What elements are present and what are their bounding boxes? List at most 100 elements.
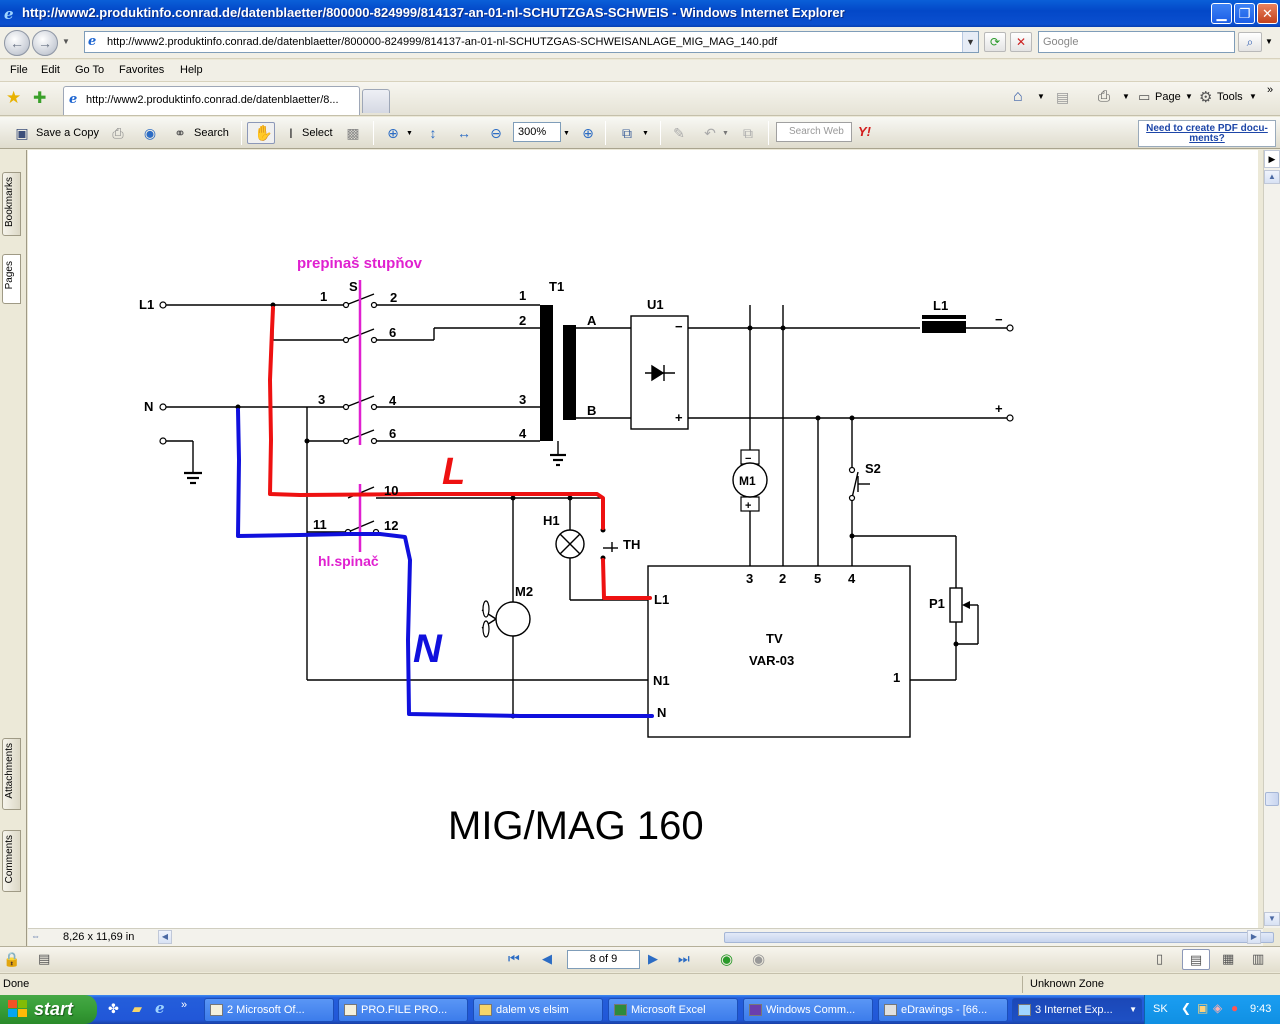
attachments-tab[interactable]: Attachments xyxy=(2,738,21,810)
previous-view-icon[interactable]: ◉ xyxy=(720,951,734,968)
minimize-button[interactable]: ▁ xyxy=(1211,3,1232,24)
history-dropdown-icon[interactable]: ▼ xyxy=(62,37,70,46)
quicklaunch-msn-icon[interactable]: ✤ xyxy=(108,1001,119,1016)
search-web-input[interactable]: Search Web xyxy=(776,122,852,142)
feeds-icon[interactable]: ▤ xyxy=(1056,89,1070,105)
zoom-in-icon[interactable]: ⊕ xyxy=(582,125,594,141)
actual-size-icon[interactable]: ↕ xyxy=(429,125,437,141)
copy-icon[interactable]: ⧉ xyxy=(743,125,753,141)
zoom-tool-dropdown-icon[interactable]: ▼ xyxy=(406,130,413,137)
stop-button[interactable]: ✕ xyxy=(1010,32,1032,52)
menu-goto[interactable]: Go To xyxy=(75,64,105,76)
scroll-left-icon[interactable]: ◀ xyxy=(158,930,172,944)
search-go-icon[interactable]: ⌕ xyxy=(1238,32,1262,52)
tools-dropdown-icon[interactable]: ▼ xyxy=(1249,92,1257,101)
save-copy-button[interactable]: Save a Copy xyxy=(36,127,99,139)
facing-page-icon[interactable]: ▦ xyxy=(1222,951,1235,966)
scroll-down-icon[interactable]: ▼ xyxy=(1264,912,1280,926)
back-button[interactable]: ← xyxy=(4,30,30,56)
continuous-page-icon[interactable]: ▤ xyxy=(1182,949,1210,970)
quicklaunch-folder-icon[interactable]: ▰ xyxy=(132,1001,142,1016)
email-globe-icon[interactable]: ◉ xyxy=(143,125,157,141)
quicklaunch-ie-icon[interactable]: e xyxy=(155,999,165,1017)
task-windows-commander[interactable]: Windows Comm... xyxy=(743,998,873,1022)
search-input[interactable]: Google xyxy=(1038,31,1235,53)
continuous-facing-icon[interactable]: ▥ xyxy=(1252,951,1265,966)
refresh-button[interactable]: ⟳ xyxy=(984,32,1006,52)
zoom-dropdown-icon[interactable]: ▼ xyxy=(563,130,570,137)
favorites-star-icon[interactable]: ★ xyxy=(6,88,22,107)
home-dropdown-icon[interactable]: ▼ xyxy=(1037,92,1045,101)
task-microsoft-office[interactable]: 2 Microsoft Of... xyxy=(204,998,334,1022)
fit-width-icon[interactable]: ↔ xyxy=(457,125,471,141)
undo-icon[interactable]: ↶ xyxy=(704,125,716,141)
rotate-pages-icon[interactable]: ⧉ xyxy=(622,125,632,141)
tray-app-icon[interactable]: ▣ xyxy=(1197,1001,1209,1015)
task-folder[interactable]: dalem vs elsim xyxy=(473,998,603,1022)
group-dropdown-icon[interactable]: ▼ xyxy=(1129,1005,1137,1014)
menu-file[interactable]: File xyxy=(10,64,28,76)
search-options-icon[interactable]: ▼ xyxy=(1265,37,1273,46)
page-menu[interactable]: Page xyxy=(1155,91,1181,103)
pdf-document-view[interactable]: L1 N S T1 U1 L1 A B − + S2 M1 M2 H1 TH P… xyxy=(28,150,1258,928)
vertical-scroll-thumb[interactable] xyxy=(1265,792,1279,806)
task-edrawings[interactable]: eDrawings - [66... xyxy=(878,998,1008,1022)
horizontal-scroll-thumb[interactable] xyxy=(724,932,1274,943)
vertical-scrollbar[interactable]: ▶ ▲ ▼ xyxy=(1263,150,1280,928)
document-options-icon[interactable]: ▤ xyxy=(38,951,51,966)
start-button[interactable]: start xyxy=(0,995,97,1024)
tray-antivirus-icon[interactable]: ● xyxy=(1231,1001,1239,1015)
task-profile[interactable]: PRO.FILE PRO... xyxy=(338,998,468,1022)
search-button[interactable]: Search xyxy=(194,127,229,139)
scroll-right-icon[interactable]: ▶ xyxy=(1247,930,1261,944)
task-internet-explorer[interactable]: 3 Internet Exp...▼ xyxy=(1012,998,1142,1022)
sign-icon[interactable]: ✎ xyxy=(673,125,685,141)
tab-current-page[interactable]: e http://www2.produktinfo.conrad.de/date… xyxy=(63,86,360,115)
comments-tab[interactable]: Comments xyxy=(2,830,21,892)
task-excel[interactable]: Microsoft Excel xyxy=(608,998,738,1022)
home-icon[interactable]: ⌂ xyxy=(1013,88,1023,105)
window-title-bar[interactable]: e http://www2.produktinfo.conrad.de/date… xyxy=(0,0,1280,27)
print-dropdown-icon[interactable]: ▼ xyxy=(1122,92,1130,101)
menu-edit[interactable]: Edit xyxy=(41,64,60,76)
single-page-icon[interactable]: ▯ xyxy=(1156,951,1164,966)
expand-panel-icon[interactable]: ▶ xyxy=(1264,150,1280,168)
page-number-input[interactable]: 8 of 9 xyxy=(567,950,640,969)
address-url[interactable]: http://www2.produktinfo.conrad.de/datenb… xyxy=(107,36,778,48)
bookmarks-tab[interactable]: Bookmarks xyxy=(2,172,21,236)
new-tab-button[interactable] xyxy=(362,89,390,113)
menu-help[interactable]: Help xyxy=(180,64,203,76)
close-button[interactable]: ✕ xyxy=(1257,3,1278,24)
zoom-out-icon[interactable]: ⊖ xyxy=(490,125,502,141)
snapshot-icon[interactable]: ▩ xyxy=(346,125,360,141)
tray-security-icon[interactable]: ◈ xyxy=(1213,1001,1223,1015)
tray-expand-icon[interactable]: ❮ xyxy=(1181,1001,1192,1015)
zoom-level-input[interactable]: 300% xyxy=(513,122,561,142)
pages-tab[interactable]: Pages xyxy=(2,254,21,304)
select-tool-button[interactable]: Select xyxy=(302,127,333,139)
previous-page-icon[interactable]: ◀ xyxy=(542,951,552,966)
scroll-up-icon[interactable]: ▲ xyxy=(1264,170,1280,184)
address-dropdown-icon[interactable]: ▼ xyxy=(962,32,978,52)
add-favorite-icon[interactable]: ✚ xyxy=(33,90,47,107)
forward-button[interactable]: → xyxy=(32,30,58,56)
maximize-button[interactable]: ❐ xyxy=(1234,3,1255,24)
create-pdf-link[interactable]: Need to create PDF docu- ments? xyxy=(1138,120,1276,147)
quicklaunch-more-icon[interactable]: » xyxy=(181,999,188,1011)
chevron-more-icon[interactable]: » xyxy=(1267,84,1274,96)
last-page-icon[interactable]: ⏭ xyxy=(678,951,690,966)
next-page-icon[interactable]: ▶ xyxy=(648,951,658,966)
security-lock-icon[interactable]: 🔒 xyxy=(3,951,21,967)
menu-favorites[interactable]: Favorites xyxy=(119,64,165,76)
page-dropdown-icon[interactable]: ▼ xyxy=(1185,92,1193,101)
print-icon[interactable]: ⎙ xyxy=(1098,88,1111,105)
language-indicator[interactable]: SK xyxy=(1153,1003,1168,1015)
address-bar[interactable]: e http://www2.produktinfo.conrad.de/date… xyxy=(84,31,979,53)
hand-tool-button[interactable]: ✋ xyxy=(247,122,275,144)
yahoo-icon[interactable]: Y! xyxy=(858,124,871,139)
undo-dropdown-icon[interactable]: ▼ xyxy=(722,130,729,137)
rotate-dropdown-icon[interactable]: ▼ xyxy=(642,130,649,137)
tools-menu[interactable]: Tools xyxy=(1217,91,1243,103)
zoom-in-tool-icon[interactable]: ⊕ xyxy=(387,125,399,141)
next-view-icon[interactable]: ◉ xyxy=(752,951,766,968)
